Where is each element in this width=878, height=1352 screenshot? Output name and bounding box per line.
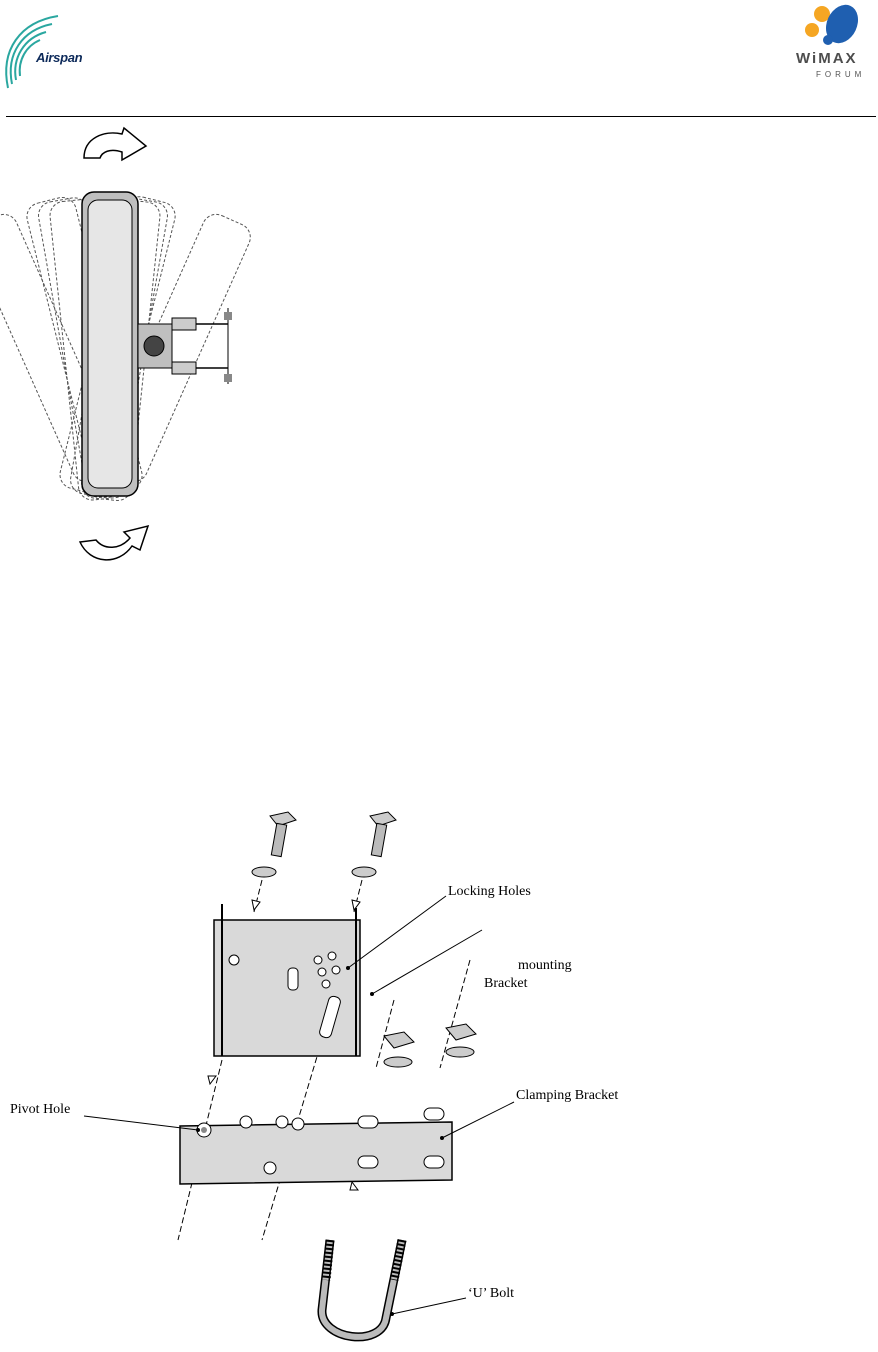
u-bolt-icon: [322, 1240, 402, 1337]
hex-bolt-left-icon: [252, 812, 296, 877]
pivot-hole-label: Pivot Hole: [10, 1102, 70, 1118]
mounting-hardware: [138, 308, 232, 384]
antenna-tilt-figure: [0, 118, 245, 578]
forum-word: FORUM: [816, 70, 865, 79]
rotate-arrow-bottom-icon: [80, 526, 148, 560]
locking-holes-label: Locking Holes: [448, 884, 531, 900]
airspan-logo-text: Airspan: [36, 50, 82, 65]
wimax-dots-icon: [790, 0, 878, 50]
mounting-label: mounting: [518, 958, 572, 974]
u-bolt-label: ‘U’ Bolt: [468, 1286, 514, 1302]
bracket-label: Bracket: [484, 976, 528, 992]
nut-right-icon: [446, 1024, 476, 1057]
bracket-assembly-figure: Locking Holes mounting Bracket Clamping …: [0, 800, 700, 1352]
nut-left-icon: [384, 1032, 414, 1067]
wimax-forum-logo: WiMAX FORUM: [790, 0, 878, 90]
hex-bolt-right-icon: [352, 812, 396, 877]
wimax-word: WiMAX: [796, 50, 858, 67]
clamping-bracket-label: Clamping Bracket: [516, 1088, 618, 1104]
airspan-logo: Airspan: [0, 10, 110, 92]
antenna-tilt-drawing: [0, 118, 245, 578]
mounting-bracket: [214, 904, 360, 1056]
header-divider: [6, 116, 876, 117]
bracket-exploded-drawing: [0, 800, 700, 1352]
clamping-bracket: [180, 1108, 452, 1184]
antenna-panel: [82, 192, 138, 496]
rotate-arrow-top-icon: [84, 128, 146, 160]
